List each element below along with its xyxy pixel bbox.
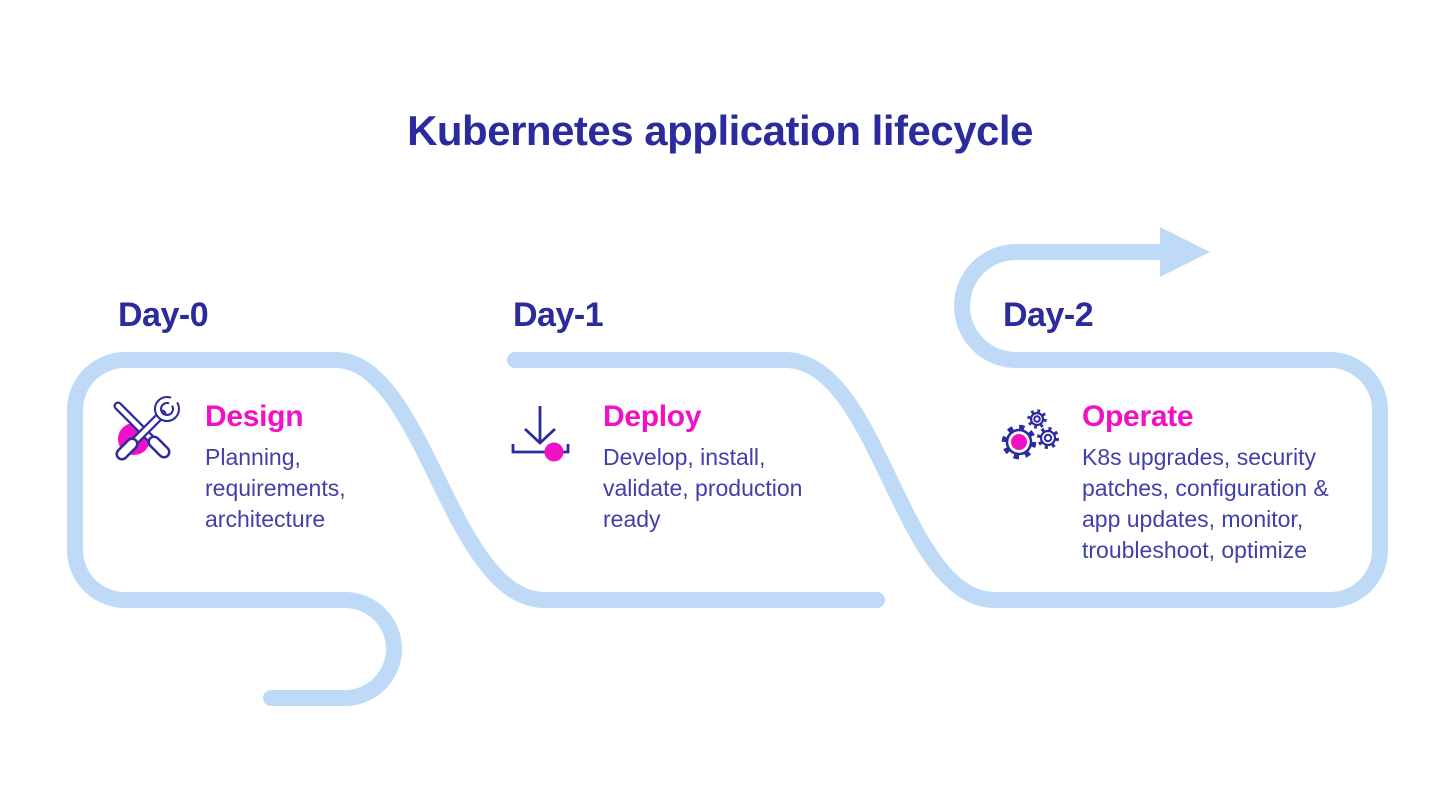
stage-design-description: Planning, requirements, architecture [205,442,505,535]
day0-label: Day-0 [118,296,209,334]
flow-segment-day0 [67,352,885,706]
deploy-arrow-icon [505,398,577,469]
desc-line: ready [603,506,661,532]
desc-line: patches, configuration & [1082,475,1329,501]
stage-deploy: Deploy Develop, install, validate, produ… [603,400,903,535]
page-title: Kubernetes application lifecycle [407,107,1033,154]
desc-line: architecture [205,506,326,532]
stage-deploy-title: Deploy [603,400,702,433]
gears-icon [990,395,1066,478]
desc-line: Develop, install, [603,444,766,470]
flow-segment-day1-day2 [507,244,1388,608]
day2-label: Day-2 [1003,296,1094,334]
desc-line: Planning, [205,444,301,470]
desc-line: troubleshoot, optimize [1082,537,1308,563]
stage-design-title: Design [205,400,304,433]
day1-label: Day-1 [513,296,604,334]
stage-deploy-description: Develop, install, validate, production r… [603,442,903,535]
desc-line: K8s upgrades, security [1082,444,1316,470]
desc-line: validate, production [603,475,803,501]
desc-line: requirements, [205,475,346,501]
tools-icon [103,387,193,478]
flow-arrowhead [1160,227,1210,277]
stage-operate: Operate K8s upgrades, security patches, … [1082,400,1382,566]
desc-line: app updates, monitor, [1082,506,1304,532]
stage-design: Design Planning, requirements, architect… [205,400,505,535]
stage-operate-title: Operate [1082,400,1194,433]
stage-operate-description: K8s upgrades, security patches, configur… [1082,442,1382,566]
